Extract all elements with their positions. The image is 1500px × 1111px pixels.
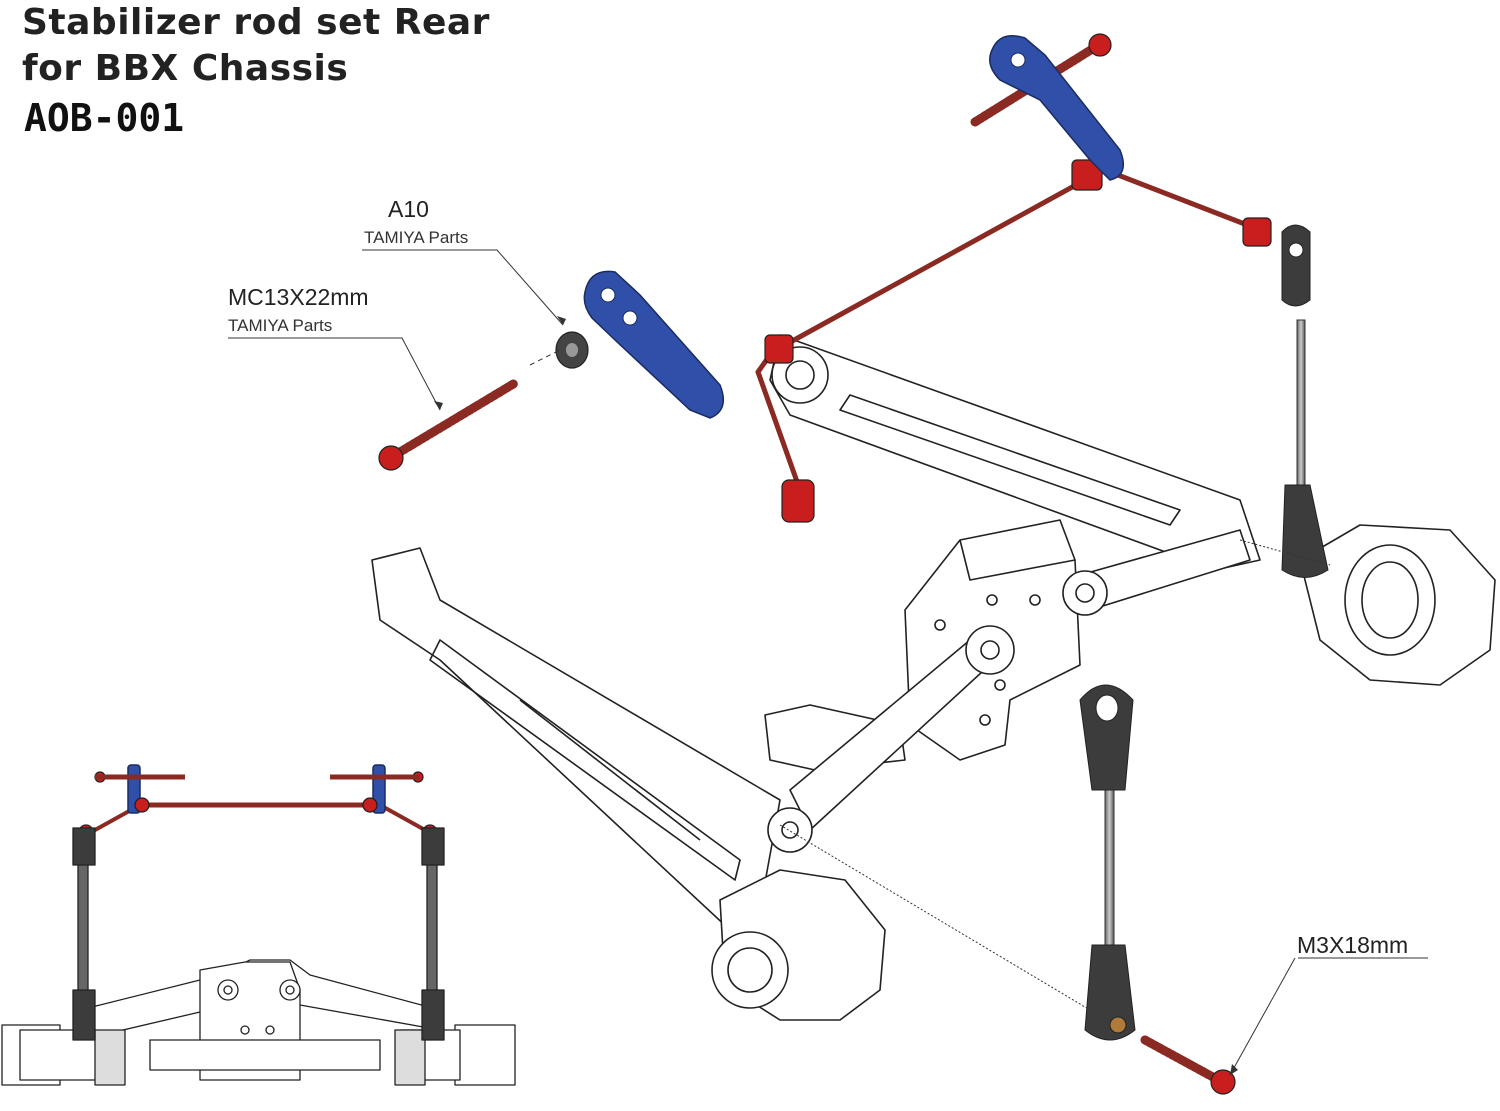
front-view-inset [1, 774, 516, 1086]
stabilizer-arm-exploded [583, 270, 725, 419]
stabilizer-main-rod [782, 177, 1088, 348]
turnbuckle-installed [1281, 224, 1329, 578]
product-code: AOB-001 [24, 96, 185, 140]
a10-source-label: TAMIYA Parts [364, 228, 469, 247]
m3x18-screw [1140, 1035, 1227, 1087]
mc13x22-part-label: MC13X22mm [228, 284, 369, 310]
mc13x22-screw-head [378, 445, 404, 471]
collar-right [1242, 217, 1272, 247]
mc13x22-screw [390, 378, 520, 460]
mc13x22-source-label: TAMIYA Parts [228, 316, 333, 335]
collar-left [764, 334, 794, 364]
title-line-1: Stabilizer rod set Rear [22, 2, 490, 43]
leader-lines [228, 249, 1428, 1076]
a10-part-label: A10 [388, 196, 429, 222]
stabilizer-side-rod [1102, 167, 1258, 231]
collar-drop-end [781, 479, 815, 523]
title-line-2: for BBX Chassis [22, 48, 349, 89]
m3x18-part-label: M3X18mm [1297, 932, 1409, 958]
stabilizer-arm-installed [989, 35, 1125, 181]
stabilizer-bar [93, 38, 1258, 1087]
chassis-assembly [371, 334, 1496, 1021]
collar-top [1071, 159, 1103, 191]
a10-washer [555, 331, 589, 369]
upper-screw-head [1088, 33, 1112, 57]
m3x18-screw-head [1210, 1069, 1236, 1095]
turnbuckle-exploded [1079, 684, 1136, 1041]
